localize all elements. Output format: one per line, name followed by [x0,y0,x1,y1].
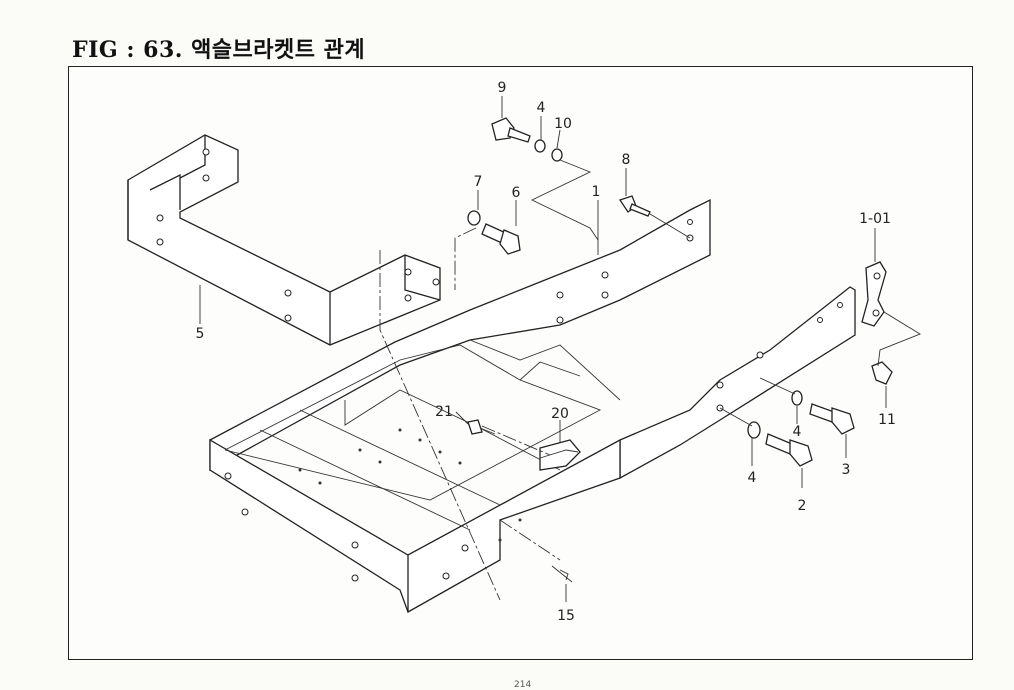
callout-label: 6 [512,185,521,201]
callout-label: 7 [474,174,483,190]
assembly-line-bolt-3 [759,377,796,395]
callout-label: 5 [196,326,205,342]
bolt-part-8 [618,195,651,217]
callout-label: 4 [537,100,546,116]
plate-part-1-01 [861,261,887,327]
callout-label: 10 [554,116,572,132]
washer-part-7 [467,210,481,226]
callout-label: 1-01 [859,211,891,227]
washer-part-4-right [791,390,803,406]
bracket-part-20 [539,439,581,471]
figure-title: FIG : 63. 액슬브라켓트 관계 [72,37,366,63]
assembly-line-bolt-11 [877,311,922,367]
pin-part-15 [551,565,573,583]
callout-label: 21 [435,404,453,420]
assembly-line-left [379,250,501,601]
bolt-part-6 [481,223,521,255]
bolt-part-9 [491,117,531,143]
assembly-line-washer-7 [454,227,477,290]
page-number: 214 [514,680,532,690]
washer-part-10 [551,148,563,162]
assembly-line-part-21 [481,425,551,456]
washer-part-4-top [534,139,546,153]
main-frame-part-1 [209,198,856,613]
washer-part-4-lower [747,421,761,439]
callout-label: 3 [842,462,851,478]
callout-label: 11 [878,412,896,428]
bolt-part-21 [467,419,496,435]
assembly-line-top-bolt [530,159,599,241]
callout-label: 9 [498,80,507,96]
callout-label: 1 [592,184,601,200]
callout-label: 8 [622,152,631,168]
callout-label: 15 [557,608,575,624]
callout-label: 4 [748,470,757,486]
bolt-part-3 [809,403,855,435]
callout-label: 2 [798,498,807,514]
bolt-part-2 [765,433,813,467]
assembly-line-part-15 [499,519,561,561]
assembly-line-bolt-2 [719,407,753,427]
bolt-part-11 [871,361,893,385]
assembly-line-bolt-8 [649,213,691,239]
bracket-part-5 [127,134,441,346]
callout-label: 20 [551,406,569,422]
callout-label: 4 [793,424,802,440]
